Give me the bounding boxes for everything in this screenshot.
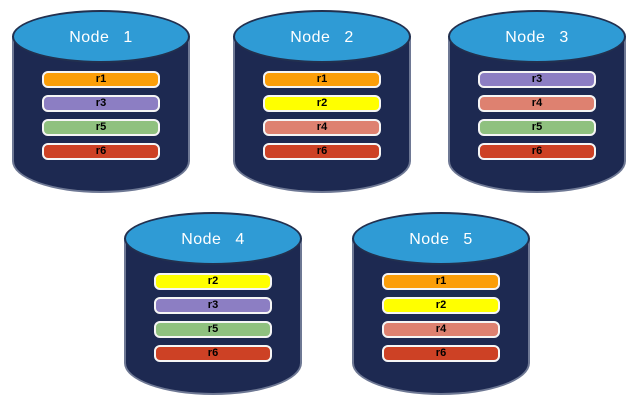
replica-bar: r4: [478, 95, 596, 112]
replica-bar: r3: [42, 95, 160, 112]
node-label: Node 5: [409, 231, 473, 248]
replica-bar: r6: [42, 143, 160, 160]
node-3-cylinder: Node 3 r3 r4 r5 r6: [448, 10, 626, 193]
replica-bar: r1: [382, 273, 500, 290]
replica-bar: r1: [42, 71, 160, 88]
database-cylinder-top: Node 2: [233, 10, 411, 63]
node-label: Node 2: [290, 29, 354, 46]
replica-list: r1 r2 r4 r6: [233, 71, 411, 160]
replica-bar: r6: [382, 345, 500, 362]
replica-bar: r2: [263, 95, 381, 112]
replica-list: r1 r2 r4 r6: [352, 273, 530, 362]
replica-bar: r4: [263, 119, 381, 136]
replica-bar: r2: [154, 273, 272, 290]
replica-bar: r6: [154, 345, 272, 362]
node-label: Node 3: [505, 29, 569, 46]
replica-list: r2 r3 r5 r6: [124, 273, 302, 362]
database-cylinder-top: Node 1: [12, 10, 190, 63]
replica-bar: r1: [263, 71, 381, 88]
replica-bar: r5: [42, 119, 160, 136]
database-cylinder-top: Node 3: [448, 10, 626, 63]
replica-bar: r5: [478, 119, 596, 136]
replica-bar: r5: [154, 321, 272, 338]
replica-list: r1 r3 r5 r6: [12, 71, 190, 160]
node-4-cylinder: Node 4 r2 r3 r5 r6: [124, 212, 302, 395]
database-cylinder-top: Node 4: [124, 212, 302, 265]
replica-bar: r3: [478, 71, 596, 88]
node-1-cylinder: Node 1 r1 r3 r5 r6: [12, 10, 190, 193]
replica-list: r3 r4 r5 r6: [448, 71, 626, 160]
replica-bar: r2: [382, 297, 500, 314]
replica-bar: r4: [382, 321, 500, 338]
node-label: Node 4: [181, 231, 245, 248]
replica-bar: r3: [154, 297, 272, 314]
replica-bar: r6: [478, 143, 596, 160]
database-cylinder-top: Node 5: [352, 212, 530, 265]
replica-bar: r6: [263, 143, 381, 160]
node-5-cylinder: Node 5 r1 r2 r4 r6: [352, 212, 530, 395]
node-label: Node 1: [69, 29, 133, 46]
node-2-cylinder: Node 2 r1 r2 r4 r6: [233, 10, 411, 193]
